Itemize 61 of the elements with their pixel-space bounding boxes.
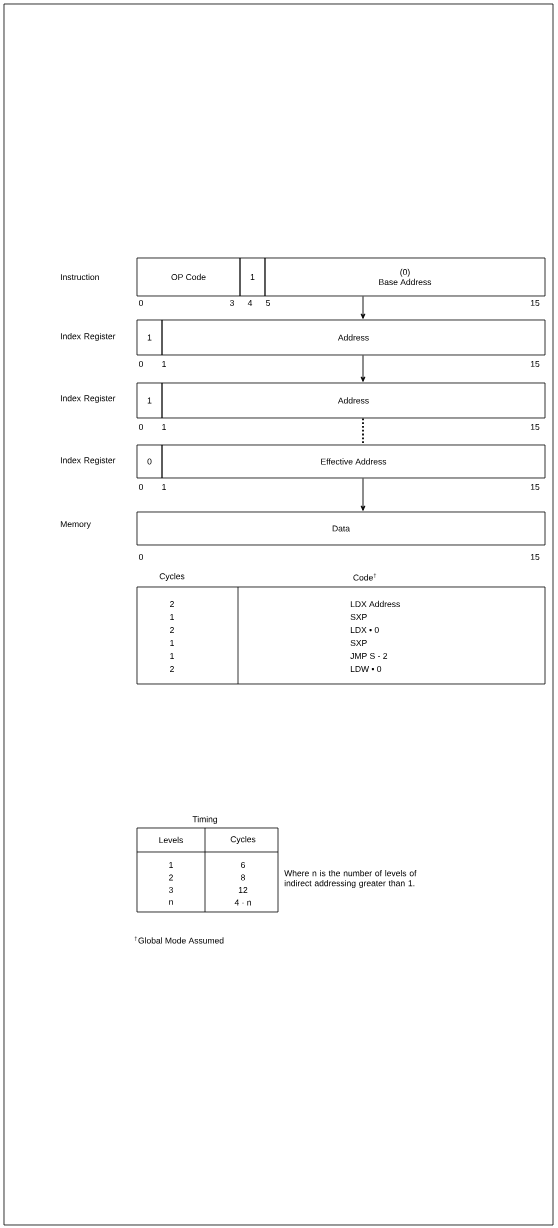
table-cell: 2 xyxy=(170,601,174,607)
table-cell: 1 xyxy=(170,653,174,659)
note-text: Where n is the number of levels of indirect addressing greater than 1. xyxy=(284,870,417,888)
table-cell: LDW • 0 xyxy=(350,666,382,672)
table-title: Timing xyxy=(192,816,218,824)
bit-number: 0 xyxy=(138,554,144,560)
arrow xyxy=(360,295,366,319)
table-cell: n xyxy=(169,900,173,905)
bit-number: 15 xyxy=(530,484,540,490)
field-box: 0 xyxy=(136,444,163,479)
arrow xyxy=(360,477,366,511)
table-cell: SXP xyxy=(350,614,367,620)
field-box: 1 xyxy=(239,257,266,297)
table-cell: 6 xyxy=(241,862,245,868)
footnote: $^{†}$Global Mode Assumed xyxy=(134,936,224,944)
table-cell: 1 xyxy=(169,862,173,868)
bit-number: 15 xyxy=(530,554,540,560)
row-label: Index Register xyxy=(61,457,116,465)
table-cell: 12 xyxy=(238,887,248,893)
bit-number: 1 xyxy=(162,361,166,367)
field-box: (0) Base Address xyxy=(264,257,546,297)
table-cell: 3 xyxy=(168,887,173,893)
row-label: Index Register xyxy=(61,395,116,403)
bit-number: 15 xyxy=(530,361,540,367)
column-header: Cycles xyxy=(230,836,256,844)
bit-number: 1 xyxy=(162,424,166,430)
row-label: Index Register xyxy=(61,333,116,341)
column-header: Code$^{†}$ xyxy=(353,573,377,581)
table-cell: JMP S - 2 xyxy=(350,653,388,659)
bit-number: 0 xyxy=(138,484,144,490)
bit-number: 4 xyxy=(247,300,253,306)
field-box: Address xyxy=(161,382,546,419)
table-cell: 2 xyxy=(170,627,174,633)
table-cell: 1 xyxy=(170,614,174,620)
bit-number: 15 xyxy=(530,424,540,430)
table-cell: 2 xyxy=(169,874,173,881)
field-box: Effective Address xyxy=(161,444,546,479)
field-box: Address xyxy=(161,319,546,356)
bit-number: 0 xyxy=(138,361,144,367)
field-box: 1 xyxy=(136,319,163,356)
bit-number: 5 xyxy=(266,300,270,306)
row-label: Memory xyxy=(60,521,91,529)
row-label: Instruction xyxy=(61,273,99,281)
bit-number: 1 xyxy=(162,484,166,490)
table-cell: LDX • 0 xyxy=(350,627,379,633)
table-cell: LDX Address xyxy=(350,600,400,608)
column-header: Cycles xyxy=(159,573,185,581)
table-cell: SXP xyxy=(350,640,367,646)
table-cell: 1 xyxy=(170,640,174,646)
column-header: Levels xyxy=(159,836,183,844)
table-cell: 8 xyxy=(241,874,245,881)
bit-number: 0 xyxy=(138,424,144,430)
table-cell: 4 · n xyxy=(234,899,251,906)
field-box: Data xyxy=(136,511,546,546)
bit-number: 15 xyxy=(530,300,540,306)
table-cell: 2 xyxy=(170,666,174,672)
bit-number: 0 xyxy=(138,300,144,306)
arrow xyxy=(360,354,366,382)
bit-number: 3 xyxy=(229,300,234,306)
field-box: OP Code xyxy=(136,257,241,297)
field-box: 1 xyxy=(136,382,163,419)
